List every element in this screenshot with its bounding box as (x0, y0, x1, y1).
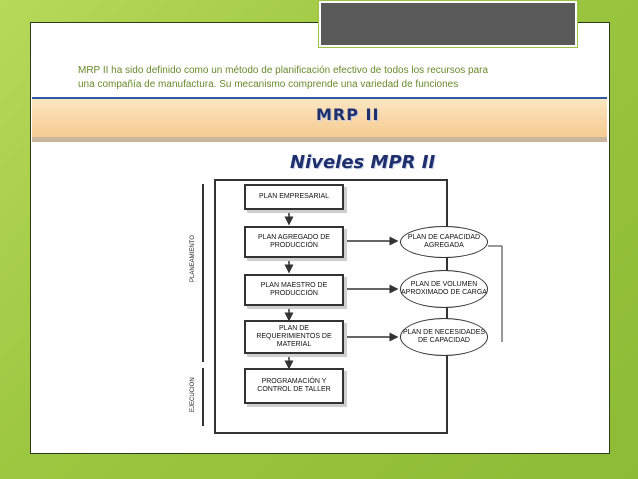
box-plan-empresarial: PLAN EMPRESARIAL (244, 184, 344, 210)
box-programacion-taller: PROGRAMACIÓN Y CONTROL DE TALLER (244, 368, 344, 404)
diagram-title: Niveles MPR II (290, 152, 436, 173)
header-decoration-box (318, 0, 578, 48)
diagram-area: Niveles MPR II PLANEAMIENTO EJECUCION PL… (32, 142, 607, 434)
intro-text: MRP II ha sido definido como un método d… (78, 64, 598, 92)
intro-line-1: MRP II ha sido definido como un método d… (78, 65, 489, 76)
execution-bracket (202, 368, 204, 426)
oval-capacidad-agregada: PLAN DE CAPACIDAD AGREGADA (400, 226, 488, 258)
mrp-banner: MRP II (32, 97, 607, 145)
box-plan-agregado: PLAN AGREGADO DE PRODUCCIÓN (244, 226, 344, 258)
box-plan-requerimientos: PLAN DE REQUERIMIENTOS DE MATERIAL (244, 320, 344, 354)
connector-lines (284, 210, 503, 370)
oval-necesidades-capacidad: PLAN DE NECESIDADES DE CAPACIDAD (400, 318, 488, 356)
oval-volumen-carga: PLAN DE VOLUMEN APROXIMADO DE CARGA (400, 270, 488, 308)
banner-title: MRP II (316, 105, 380, 124)
intro-line-2: una compañía de manufactura. Su mecanism… (78, 79, 459, 90)
box-plan-maestro: PLAN MAESTRO DE PRODUCCIÓN (244, 274, 344, 306)
planning-bracket (202, 184, 204, 362)
